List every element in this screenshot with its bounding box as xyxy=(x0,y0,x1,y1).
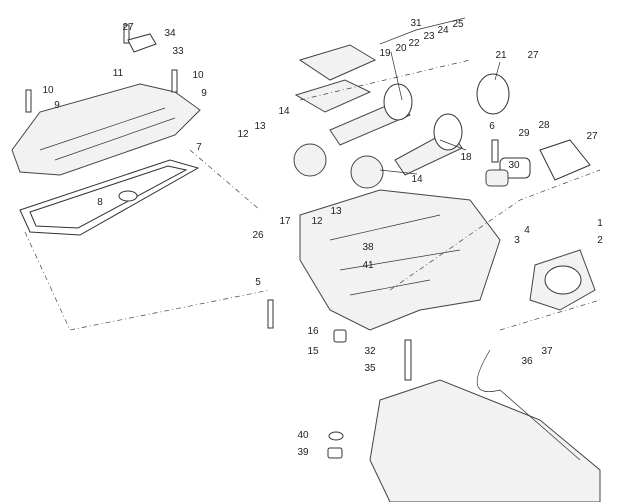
callout: 12 xyxy=(237,129,249,140)
water-outlet xyxy=(539,139,591,181)
callout: 39 xyxy=(297,447,309,458)
callout: 15 xyxy=(307,346,319,357)
callout: 20 xyxy=(395,43,407,54)
plug xyxy=(327,447,343,459)
callout: 41 xyxy=(362,260,374,271)
callout: 21 xyxy=(495,50,507,61)
callout: 2 xyxy=(597,235,603,246)
callout: 32 xyxy=(364,346,376,357)
callout: 1 xyxy=(597,218,603,229)
callout: 22 xyxy=(408,38,420,49)
callout: 26 xyxy=(252,230,264,241)
callout: 27 xyxy=(122,22,134,33)
callout: 6 xyxy=(489,121,495,132)
callout: 12 xyxy=(311,216,323,227)
callout: 3 xyxy=(514,235,520,246)
sprocket-plate xyxy=(476,73,510,115)
valve-cover xyxy=(11,83,201,176)
callout: 40 xyxy=(297,430,309,441)
callout: 19 xyxy=(379,48,391,59)
callout: 30 xyxy=(508,160,520,171)
crankcase xyxy=(369,379,601,502)
filter xyxy=(485,169,509,187)
washer xyxy=(328,431,344,441)
callout: 4 xyxy=(524,225,530,236)
callout: 16 xyxy=(307,326,319,337)
callout: 14 xyxy=(278,106,290,117)
cam-caps xyxy=(298,44,377,81)
plug xyxy=(333,329,347,343)
bolt xyxy=(267,299,274,329)
cam-caps xyxy=(294,79,372,113)
callout: 34 xyxy=(164,28,176,39)
callout: 13 xyxy=(254,121,266,132)
callout: 27 xyxy=(586,131,598,142)
callout: 25 xyxy=(452,19,464,30)
timing-gear xyxy=(293,143,327,177)
camshaft-upper xyxy=(329,83,413,146)
callout: 36 xyxy=(521,356,533,367)
callout: 11 xyxy=(112,68,124,79)
callout: 9 xyxy=(54,100,60,111)
callout: 14 xyxy=(411,174,423,185)
callout: 35 xyxy=(364,363,376,374)
callout: 31 xyxy=(410,18,422,29)
callout: 13 xyxy=(330,206,342,217)
stud xyxy=(491,139,499,163)
callout: 24 xyxy=(437,25,449,36)
callout: 9 xyxy=(201,88,207,99)
callout: 27 xyxy=(527,50,539,61)
callout: 37 xyxy=(541,346,553,357)
bolt xyxy=(171,69,178,93)
callout: 28 xyxy=(538,120,550,131)
callout: 7 xyxy=(196,142,202,153)
callout: 10 xyxy=(42,85,54,96)
callout: 17 xyxy=(279,216,291,227)
bolt xyxy=(25,89,32,113)
callout: 33 xyxy=(172,46,184,57)
callout: 5 xyxy=(255,277,261,288)
callout: 29 xyxy=(518,128,530,139)
fitting xyxy=(127,33,157,53)
callout: 38 xyxy=(362,242,374,253)
callout: 10 xyxy=(192,70,204,81)
callout: 23 xyxy=(423,31,435,42)
timing-gear xyxy=(350,155,384,189)
camshaft-lower xyxy=(394,113,463,176)
stud xyxy=(404,339,412,381)
callout: 18 xyxy=(460,152,472,163)
bolt xyxy=(123,24,130,44)
cover-gasket xyxy=(19,159,200,236)
seal-ring xyxy=(118,190,138,202)
callout: 8 xyxy=(97,197,103,208)
